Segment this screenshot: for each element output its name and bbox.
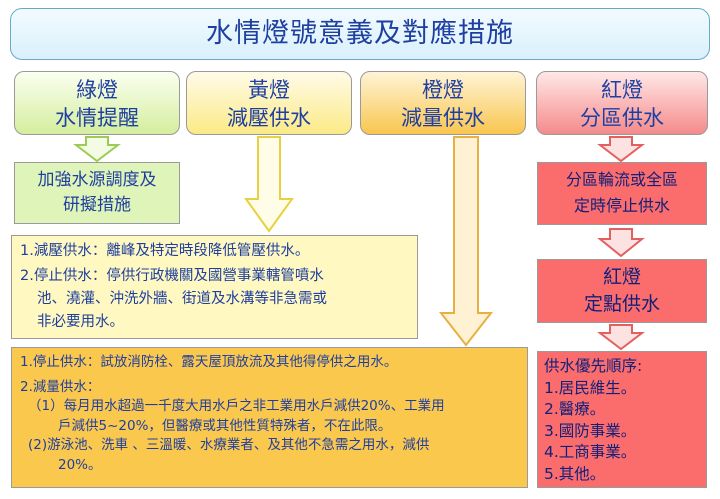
green-down-arrow-icon [73,136,121,163]
priority-heading: 供水優先順序: [544,357,643,375]
orange-measures-box: 1.停止供水：試放消防栓、露天屋頂放流及其他得停供之用水。 2.減量供水： （1… [11,347,528,488]
orange-measure-sub-2-line2: 20%。 [58,456,102,473]
yellow-light-meaning: 減壓供水 [227,106,311,130]
green-measure-line2: 研擬措施 [63,195,131,215]
orange-measure-item-2: 2.減量供水： [20,378,101,395]
yellow-measure-item-2-line3: 非必要用水。 [37,314,124,330]
yellow-measure-item-1: 1.減壓供水：離峰及特定時段降低管壓供水。 [20,243,310,259]
orange-measure-sub-2-line1: (2)游泳池、洗車 、三溫暖、水療業者、及其他不急需之用水，減供 [28,437,430,453]
orange-measure-sub-1-line1: （1）每月用水超過一千度大用水戶之非工業用水戶減供20%、工業用 [28,398,445,414]
green-light-label: 綠燈 [76,78,118,102]
red-light-label: 紅燈 [601,78,643,102]
red-fixed-line1: 紅燈 [602,266,641,288]
orange-light-meaning: 減量供水 [401,106,485,130]
yellow-measure-item-2: 2.停止供水：停供行政機關及國營事業轄管噴水 池、澆灌、沖洗外牆、街道及水溝等非… [20,265,409,334]
red-measure-box: 分區輪流或全區 定時停止供水 [537,162,707,225]
priority-item: 3.國防事業。 [544,421,637,440]
yellow-light-header: 黃燈 減壓供水 [186,71,352,135]
red-down-arrow-icon-1 [597,136,645,163]
priority-item: 4.工商事業。 [544,443,637,461]
red-light-header: 紅燈 分區供水 [536,71,708,135]
orange-measure-item-1: 1.停止供水：試放消防栓、露天屋頂放流及其他得停供之用水。 [20,354,398,370]
yellow-light-label: 黃燈 [248,78,290,102]
orange-light-header: 橙燈 減量供水 [360,71,526,135]
red-down-arrow-icon-3 [597,324,645,351]
orange-light-label: 橙燈 [422,78,464,102]
red-down-arrow-icon-2 [597,228,645,258]
yellow-measures-box: 1.減壓供水：離峰及特定時段降低管壓供水。 2.停止供水：停供行政機關及國營事業… [11,235,418,339]
supply-priority-box: 供水優先順序: 1.居民維生。 2.醫療。 3.國防事業。 4.工商事業。 5.… [537,351,707,488]
red-measure-line1: 分區輪流或全區 [565,170,678,189]
green-measure-line1: 加強水源調度及 [37,170,157,190]
green-light-header: 綠燈 水情提醒 [14,71,180,135]
priority-item: 1.居民維生。 [544,378,637,397]
yellow-measure-item-2-line2: 池、澆灌、沖洗外牆、街道及水溝等非急需或 [37,291,327,307]
priority-item: 2.醫療。 [544,400,606,418]
page-title: 水情燈號意義及對應措施 [10,8,710,60]
red-light-meaning: 分區供水 [580,106,664,130]
yellow-down-arrow-icon [244,136,294,233]
red-fixed-line2: 定點供水 [583,293,660,315]
yellow-measure-item-2-line1: 2.停止供水：停供行政機關及國營事業轄管噴水 [20,268,324,284]
red-measure-line2: 定時停止供水 [573,196,670,215]
green-measure-box: 加強水源調度及 研擬措施 [14,162,180,224]
red-fixed-point-box: 紅燈 定點供水 [537,259,707,323]
orange-measure-sub-1-line2: 戶減供5~20%，但醫療或其他性質特殊者，不在此限。 [58,417,392,434]
orange-down-arrow-icon [438,136,494,347]
priority-item: 5.其他。 [544,464,606,483]
green-light-meaning: 水情提醒 [55,106,139,130]
